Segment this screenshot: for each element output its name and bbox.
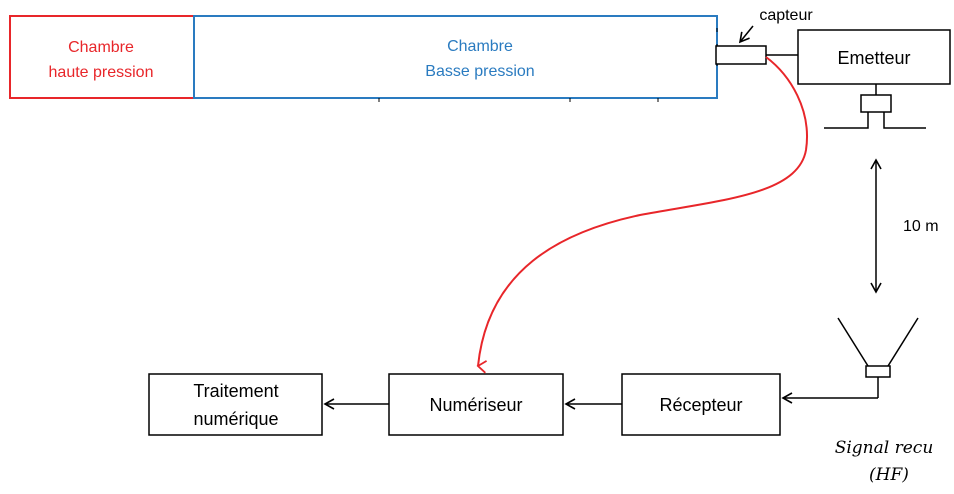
emitter: Emetteur	[797, 29, 951, 129]
high-pressure-chamber: Chambre haute pression	[9, 15, 195, 99]
signal-received-line1: Signal recu	[835, 438, 934, 458]
digital-processing-label-line2: numérique	[193, 409, 278, 429]
sensor-to-digitizer-cable	[476, 56, 808, 374]
distance-indicator: 10 m	[870, 158, 939, 294]
low-pressure-chamber-box	[193, 15, 718, 99]
high-pressure-chamber-label-line1: Chambre	[68, 39, 134, 56]
high-pressure-chamber-label-line2: haute pression	[49, 64, 154, 81]
emitter-antenna-connector	[860, 94, 892, 113]
low-pressure-chamber: Chambre Basse pression	[193, 15, 718, 102]
signal-received-line2: (HF)	[869, 465, 909, 485]
receiver: Récepteur	[621, 373, 781, 436]
high-pressure-chamber-box	[9, 15, 195, 99]
low-pressure-chamber-label-line2: Basse pression	[425, 63, 534, 80]
digital-processing-label-line1: Traitement	[193, 381, 278, 401]
receiving-antenna-icon	[837, 317, 919, 398]
receiver-label: Récepteur	[659, 395, 742, 415]
emitter-label: Emetteur	[837, 48, 910, 68]
digitizer-box	[388, 373, 564, 436]
digital-processing-box	[148, 373, 323, 436]
sensor: capteur	[715, 7, 813, 65]
emitter-box	[797, 29, 951, 85]
emitter-antenna-icon	[824, 112, 926, 129]
receiving-antenna-connector	[865, 365, 891, 378]
sensor-box	[715, 45, 767, 65]
distance-label: 10 m	[903, 218, 939, 235]
sensor-label-arrow	[738, 25, 754, 44]
digital-processing: Traitement numérique	[148, 373, 323, 436]
receiver-box	[621, 373, 781, 436]
sensor-label: capteur	[759, 7, 813, 24]
digitizer-label: Numériseur	[429, 395, 522, 415]
digitizer: Numériseur	[388, 373, 564, 436]
signal-received-label: Signal recu (HF)	[835, 438, 934, 485]
low-pressure-chamber-label-line1: Chambre	[447, 38, 513, 55]
